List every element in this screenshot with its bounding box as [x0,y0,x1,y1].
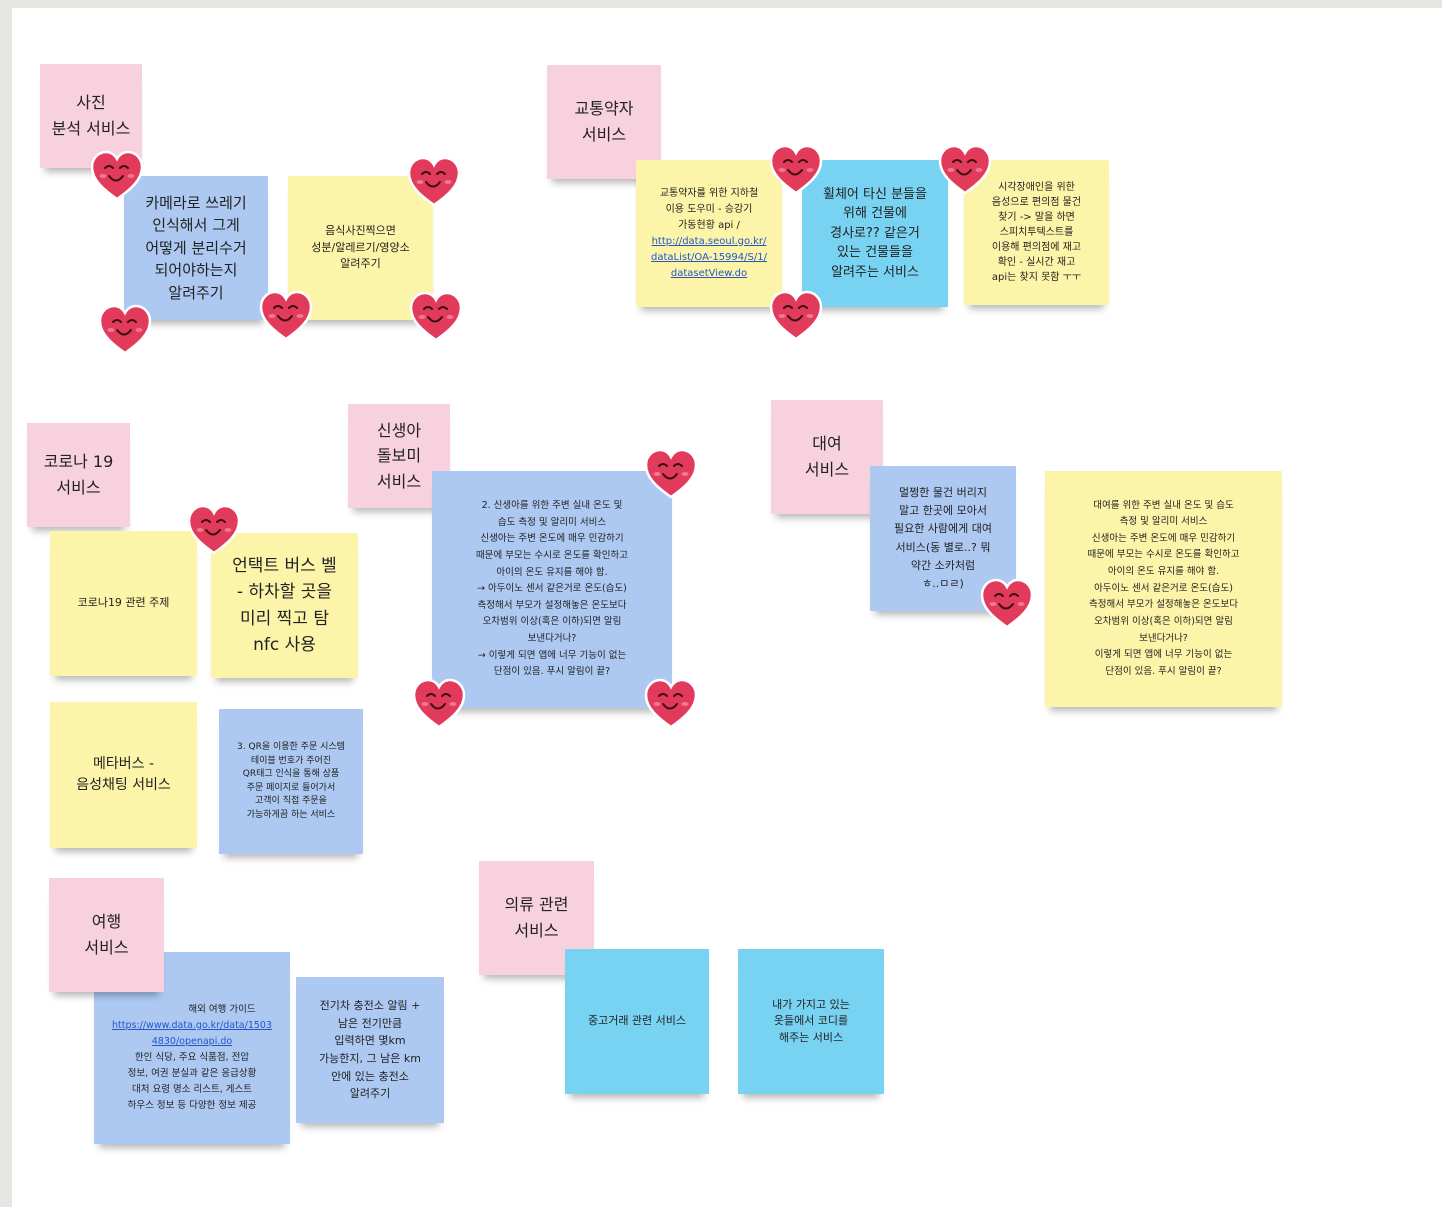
idea-text: 교통약자를 위한 지하철 이용 도우미 - 승강기 가동현황 api / [659,187,759,231]
topic-label: 의류 관련 서비스 [504,895,569,940]
topic-note-travel[interactable]: 여행 서비스 [49,878,164,992]
idea-text: 음식사진찍으면 성분/알레르기/영양소 알려주기 [311,224,410,271]
heart-face-icon[interactable] [409,291,463,343]
idea-link[interactable]: http://data.seoul.go.kr/dataList/OA-1599… [651,235,767,279]
heart-face-icon[interactable] [187,504,241,556]
idea-note-newborn-temp[interactable]: 2. 신생아를 위한 주변 실내 온도 및 습도 측정 및 알리미 서비스 신생… [432,471,672,708]
idea-text: 해외 여행 가이드 [188,1003,256,1015]
topic-label: 사진 분석 서비스 [51,93,131,138]
heart-face-icon[interactable] [769,144,823,196]
topic-note-covid[interactable]: 코로나 19 서비스 [27,423,130,527]
idea-text: 시각장애인을 위한 음성으로 편의점 물건 찾기 -> 말을 하면 스피치투텍스… [991,182,1082,283]
idea-note-food-photo[interactable]: 음식사진찍으면 성분/알레르기/영양소 알려주기 [288,176,433,320]
idea-text: 카메라로 쓰레기 인식해서 그게 어떻게 분리수거 되어야하는지 알려주기 [145,193,247,302]
idea-note-used-trade[interactable]: 중고거래 관련 서비스 [565,949,709,1094]
idea-text: 메타버스 - 음성채팅 서비스 [76,756,171,793]
idea-note-trash-camera[interactable]: 카메라로 쓰레기 인식해서 그게 어떻게 분리수거 되어야하는지 알려주기 [124,176,268,320]
idea-note-visually-impaired[interactable]: 시각장애인을 위한 음성으로 편의점 물건 찾기 -> 말을 하면 스피치투텍스… [964,160,1109,305]
idea-text: 멀쩡한 물건 버리지 말고 한곳에 모아서 필요한 사람에게 대여 서비스(동 … [893,486,993,590]
heart-face-icon[interactable] [644,678,698,730]
idea-text: 전기차 충전소 알림 + 남은 전기만큼 입력하면 몇km 가능한지, 그 남은… [319,999,421,1101]
idea-text: 휠체어 타신 분들을 위해 건물에 경사로?? 같은거 있는 건물들을 알려주는… [823,186,927,280]
heart-face-icon[interactable] [769,290,823,342]
topic-label: 신생아 돌보미 서비스 [376,420,422,491]
idea-text: 3. QR을 이용한 주문 시스템 테이블 번호가 주어진 QR태그 인식을 통… [237,742,345,820]
idea-text: 한인 식당, 주요 식품점, 전압 정보, 여권 분실과 같은 응급상황 대처 … [127,1051,257,1112]
idea-note-covid-topic[interactable]: 코로나19 관련 주제 [50,531,197,676]
idea-note-newborn-temp-copy[interactable]: 대여를 위한 주변 실내 온도 및 습도 측정 및 알리미 서비스 신생아는 주… [1045,471,1282,707]
heart-face-icon[interactable] [412,678,466,730]
idea-text: 언택트 버스 벨 - 하차할 곳을 미리 찍고 탐 nfc 사용 [232,555,337,655]
idea-text: 코로나19 관련 주제 [77,596,170,610]
topic-label: 여행 서비스 [84,912,129,957]
idea-note-subway-aid[interactable]: 교통약자를 위한 지하철 이용 도우미 - 승강기 가동현황 api / htt… [636,160,782,307]
topic-label: 교통약자 서비스 [574,99,634,144]
idea-note-coordinate[interactable]: 내가 가지고 있는 옷들에서 코디를 해주는 서비스 [738,949,884,1094]
whiteboard-canvas[interactable]: 사진 분석 서비스 카메라로 쓰레기 인식해서 그게 어떻게 분리수거 되어야하… [12,8,1442,1207]
idea-link[interactable]: https://www.data.go.kr/data/15034830/ope… [112,1019,273,1047]
topic-note-photo[interactable]: 사진 분석 서비스 [40,64,142,168]
idea-note-metaverse[interactable]: 메타버스 - 음성채팅 서비스 [50,702,197,848]
idea-note-qr-order[interactable]: 3. QR을 이용한 주문 시스템 테이블 번호가 주어진 QR태그 인식을 통… [219,709,363,854]
heart-face-icon[interactable] [259,290,313,342]
idea-note-untact-bus[interactable]: 언택트 버스 벨 - 하차할 곳을 미리 찍고 탐 nfc 사용 [211,533,358,678]
heart-face-icon[interactable] [938,144,992,196]
topic-label: 대여 서비스 [804,434,850,479]
idea-note-wheelchair[interactable]: 휠체어 타신 분들을 위해 건물에 경사로?? 같은거 있는 건물들을 알려주는… [802,160,948,307]
idea-text: 대여를 위한 주변 실내 온도 및 습도 측정 및 알리미 서비스 신생아는 주… [1087,499,1240,677]
idea-text: 중고거래 관련 서비스 [587,1014,687,1028]
idea-text: 2. 신생아를 위한 주변 실내 온도 및 습도 측정 및 알리미 서비스 신생… [476,500,628,678]
heart-face-icon[interactable] [980,578,1034,630]
heart-face-icon[interactable] [90,150,144,202]
topic-note-rental[interactable]: 대여 서비스 [771,400,883,514]
idea-text: 내가 가지고 있는 옷들에서 코디를 해주는 서비스 [772,997,850,1044]
heart-face-icon[interactable] [98,304,152,356]
idea-note-ev-charging[interactable]: 전기차 충전소 알림 + 남은 전기만큼 입력하면 몇km 가능한지, 그 남은… [296,977,444,1123]
topic-note-newborn[interactable]: 신생아 돌보미 서비스 [348,404,450,508]
topic-label: 코로나 19 서비스 [43,452,114,497]
heart-face-icon[interactable] [407,156,461,208]
heart-face-icon[interactable] [644,448,698,500]
